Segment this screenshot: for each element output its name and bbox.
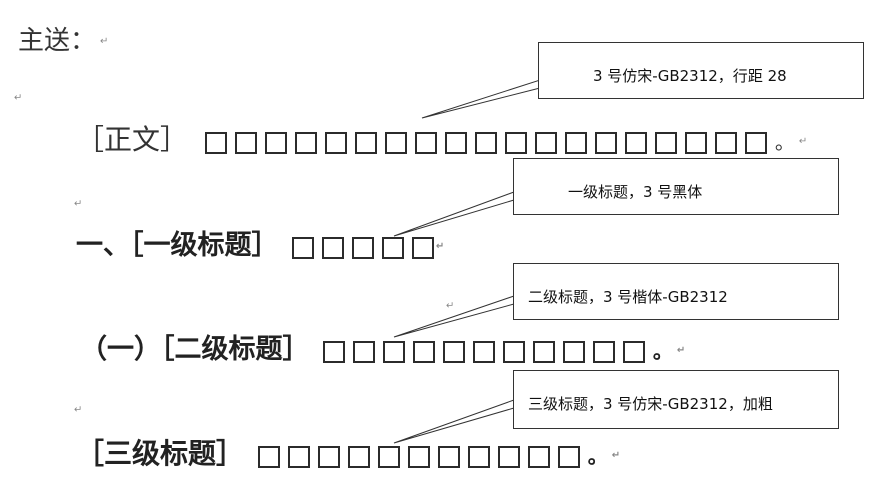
placeholder-box xyxy=(472,340,495,363)
paragraph-mark-icon: ↵ xyxy=(676,344,686,356)
placeholder-box xyxy=(534,132,557,154)
heading1-label: 一、［一级标题］ xyxy=(76,230,279,261)
placeholder-box xyxy=(442,340,465,363)
heading3-line: ［三级标题］ 。↵ xyxy=(76,440,620,470)
placeholder-box xyxy=(592,340,615,363)
placeholder-box xyxy=(411,236,434,259)
heading2-end: 。 xyxy=(652,339,673,363)
heading2-format-note: 二级标题，3 号楷体-GB2312 xyxy=(528,288,728,306)
placeholder-box xyxy=(294,132,317,154)
placeholder-box xyxy=(234,132,257,154)
heading3-label: ［三级标题］ xyxy=(76,437,245,470)
placeholder-box xyxy=(381,236,404,259)
placeholder-box xyxy=(622,340,645,363)
paragraph-mark-icon: ↵ xyxy=(74,198,83,210)
empty-paragraph: ↵ xyxy=(74,402,82,418)
placeholder-box xyxy=(684,132,707,154)
placeholder-box xyxy=(287,446,310,468)
paragraph-mark-icon: ↵ xyxy=(435,240,445,252)
placeholder-box xyxy=(564,132,587,154)
body-line: ［正文］ 。↵ xyxy=(76,126,807,156)
body-label: ［正文］ xyxy=(76,123,189,156)
placeholder-box xyxy=(257,446,280,468)
placeholder-box xyxy=(414,132,437,154)
heading1-format-note: 一级标题，3 号黑体 xyxy=(568,183,703,201)
heading3-end: 。 xyxy=(587,444,608,468)
placeholder-box xyxy=(354,132,377,154)
paragraph-mark-icon: ↵ xyxy=(100,36,109,47)
placeholder-box xyxy=(384,132,407,154)
placeholder-box xyxy=(467,446,490,468)
paragraph-mark-icon: ↵ xyxy=(611,449,621,461)
empty-paragraph: ↵ xyxy=(74,196,82,212)
placeholder-box xyxy=(352,340,375,363)
placeholder-box xyxy=(324,132,347,154)
body-placeholder-boxes xyxy=(204,128,775,156)
placeholder-box xyxy=(351,236,374,259)
placeholder-box xyxy=(562,340,585,363)
heading1-placeholder-boxes xyxy=(291,233,442,260)
placeholder-box xyxy=(444,132,467,154)
placeholder-box xyxy=(497,446,520,468)
placeholder-box xyxy=(377,446,400,468)
placeholder-box xyxy=(204,132,227,154)
heading3-callout-pointer xyxy=(393,399,515,444)
placeholder-box xyxy=(412,340,435,363)
heading1-line: 一、［一级标题］ ↵ xyxy=(76,232,444,260)
heading3-placeholder-boxes xyxy=(257,442,588,470)
recipient-label: 主送： xyxy=(18,26,97,56)
placeholder-box xyxy=(594,132,617,154)
placeholder-box xyxy=(624,132,647,154)
paragraph-mark-icon: ↵ xyxy=(74,404,83,416)
placeholder-box xyxy=(504,132,527,154)
paragraph-mark-icon: ↵ xyxy=(14,92,23,104)
placeholder-box xyxy=(382,340,405,363)
heading1-format-callout[interactable]: 一级标题，3 号黑体 xyxy=(513,158,839,215)
placeholder-box xyxy=(437,446,460,468)
placeholder-box xyxy=(654,132,677,154)
heading2-format-callout[interactable]: 二级标题，3 号楷体-GB2312 xyxy=(513,263,839,320)
placeholder-box xyxy=(347,446,370,468)
heading3-format-callout[interactable]: 三级标题，3 号仿宋-GB2312，加粗 xyxy=(513,370,839,429)
body-format-note: 3 号仿宋-GB2312，行距 28 xyxy=(593,67,787,85)
placeholder-box xyxy=(502,340,525,363)
paragraph-mark-icon: ↵ xyxy=(798,135,808,147)
placeholder-box xyxy=(532,340,555,363)
placeholder-box xyxy=(557,446,580,468)
placeholder-box xyxy=(407,446,430,468)
placeholder-box xyxy=(322,340,345,363)
placeholder-box xyxy=(291,236,314,259)
placeholder-box xyxy=(474,132,497,154)
heading1-callout-pointer xyxy=(393,191,515,237)
placeholder-box xyxy=(264,132,287,154)
placeholder-box xyxy=(527,446,550,468)
body-format-callout[interactable]: 3 号仿宋-GB2312，行距 28 xyxy=(538,42,864,99)
placeholder-box xyxy=(714,132,737,154)
recipient-line: 主送：↵ xyxy=(18,28,108,54)
placeholder-box xyxy=(317,446,340,468)
heading2-placeholder-boxes xyxy=(322,337,653,364)
placeholder-box xyxy=(321,236,344,259)
body-callout-pointer xyxy=(421,79,541,119)
empty-paragraph: ↵ xyxy=(14,90,22,106)
heading2-label: （一）［二级标题］ xyxy=(80,334,310,365)
body-end: 。 xyxy=(774,130,795,154)
heading2-line: （一）［二级标题］ 。↵ xyxy=(80,336,685,364)
empty-paragraph: ↵ xyxy=(446,298,454,314)
placeholder-box xyxy=(744,132,767,154)
paragraph-mark-icon: ↵ xyxy=(446,300,455,312)
heading3-format-note: 三级标题，3 号仿宋-GB2312，加粗 xyxy=(528,395,773,413)
